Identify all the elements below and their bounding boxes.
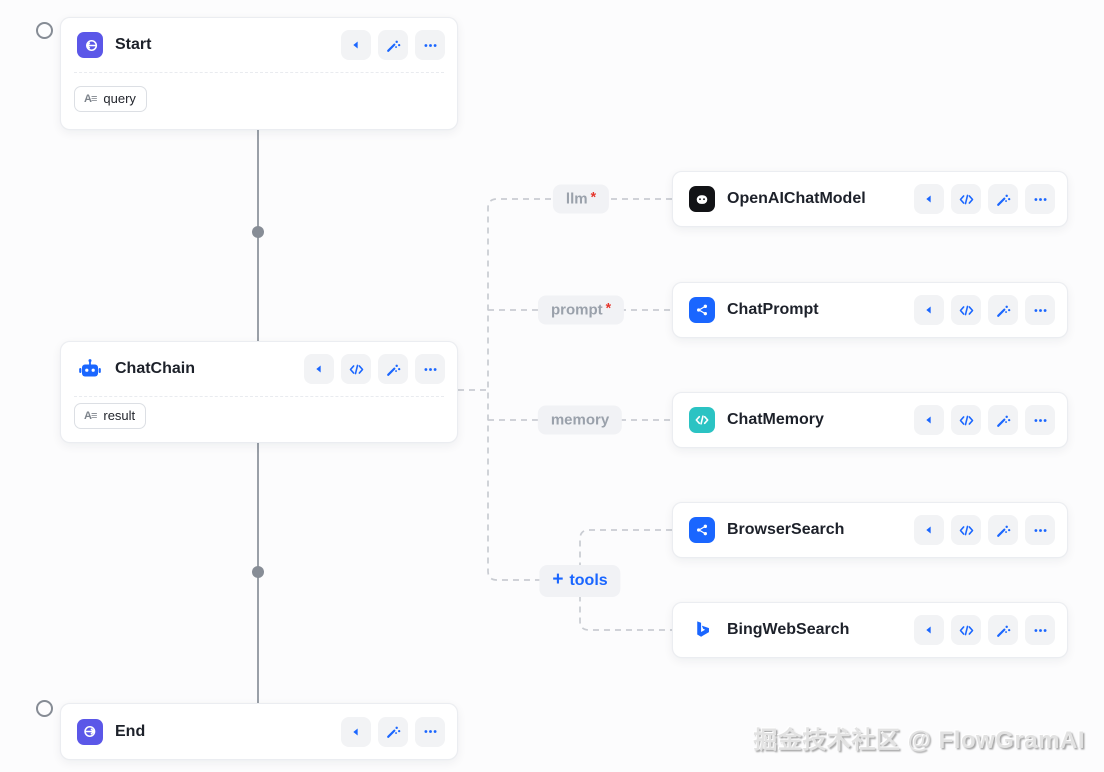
more-actions-button[interactable] [415, 354, 445, 384]
magic-wand-button[interactable] [988, 295, 1018, 325]
robot-icon [77, 356, 103, 382]
plus-icon: + [552, 569, 564, 590]
share-nodes-icon [689, 517, 715, 543]
bing-icon [689, 617, 715, 643]
collapse-button[interactable] [914, 295, 944, 325]
start-icon [77, 32, 103, 58]
magic-wand-button[interactable] [988, 405, 1018, 435]
variable-name: query [103, 91, 136, 106]
node-toolbar [341, 716, 445, 747]
more-actions-button[interactable] [1025, 295, 1055, 325]
collapse-button[interactable] [304, 354, 334, 384]
variable-name: result [103, 408, 136, 423]
port-label-text: prompt [550, 301, 603, 319]
port-label-text: llm [565, 190, 588, 208]
node-toolbar [341, 30, 445, 60]
node-toolbar [914, 615, 1055, 645]
port-label-memory: memory [537, 405, 623, 435]
view-code-button[interactable] [951, 184, 981, 214]
collapse-button[interactable] [914, 405, 944, 435]
code-brackets-icon [689, 407, 715, 433]
more-actions-button[interactable] [1025, 184, 1055, 214]
node-chatchain[interactable]: ChatChain [60, 341, 458, 443]
watermark-text: 掘金技术社区 @ FlowGramAI [753, 727, 1085, 754]
add-node-dot [252, 566, 264, 578]
workflow-input-port[interactable] [36, 22, 53, 39]
node-start[interactable]: Start [60, 17, 458, 130]
magic-wand-button[interactable] [988, 615, 1018, 645]
header-divider [74, 72, 444, 73]
node-toolbar [914, 515, 1055, 545]
add-tools-button[interactable]: + tools [539, 565, 621, 597]
node-title: Start [115, 36, 152, 53]
node-toolbar [304, 354, 445, 384]
port-label-text: tools [569, 572, 608, 589]
output-variable-tag[interactable]: A≡ result [74, 403, 147, 429]
string-type-icon: A≡ [84, 92, 97, 105]
string-type-icon: A≡ [84, 409, 97, 422]
add-node-dot [252, 226, 264, 238]
more-actions-button[interactable] [415, 30, 445, 60]
node-bing-web-search[interactable]: BingWebSearch [672, 602, 1068, 658]
view-code-button[interactable] [951, 515, 981, 545]
collapse-button[interactable] [914, 515, 944, 545]
magic-wand-button[interactable] [378, 354, 408, 384]
magic-wand-button[interactable] [988, 515, 1018, 545]
node-browser-search[interactable]: BrowserSearch [672, 502, 1068, 558]
required-mark: * [590, 188, 597, 204]
node-title: BrowserSearch [727, 521, 845, 538]
more-actions-button[interactable] [415, 716, 445, 747]
node-title: OpenAIChatModel [727, 190, 866, 207]
collapse-button[interactable] [341, 30, 371, 60]
more-actions-button[interactable] [1025, 515, 1055, 545]
collapse-button[interactable] [914, 184, 944, 214]
magic-wand-button[interactable] [988, 184, 1018, 214]
openai-icon [689, 186, 715, 212]
view-code-button[interactable] [341, 354, 371, 384]
node-chat-memory[interactable]: ChatMemory [672, 392, 1068, 448]
collapse-button[interactable] [341, 716, 371, 747]
more-actions-button[interactable] [1025, 405, 1055, 435]
node-toolbar [914, 295, 1055, 325]
node-openai-chat-model[interactable]: OpenAIChatModel [672, 171, 1068, 227]
node-title: ChatMemory [727, 411, 824, 428]
node-title: ChatPrompt [727, 301, 819, 318]
more-actions-button[interactable] [1025, 615, 1055, 645]
node-title: BingWebSearch [727, 621, 850, 638]
node-toolbar [914, 184, 1055, 214]
header-divider [74, 396, 444, 397]
port-label-llm: llm * [552, 184, 610, 214]
view-code-button[interactable] [951, 615, 981, 645]
node-title: ChatChain [115, 360, 195, 377]
collapse-button[interactable] [914, 615, 944, 645]
magic-wand-button[interactable] [378, 716, 408, 747]
node-title: End [115, 722, 146, 740]
port-label-text: memory [550, 411, 610, 429]
magic-wand-button[interactable] [378, 30, 408, 60]
required-mark: * [605, 299, 612, 315]
node-end[interactable]: End [60, 703, 458, 760]
view-code-button[interactable] [951, 295, 981, 325]
workflow-output-port[interactable] [36, 700, 53, 717]
node-toolbar [914, 405, 1055, 435]
view-code-button[interactable] [951, 405, 981, 435]
share-nodes-icon [689, 297, 715, 323]
port-label-prompt: prompt * [537, 295, 625, 325]
node-chat-prompt[interactable]: ChatPrompt [672, 282, 1068, 338]
output-variable-tag[interactable]: A≡ query [74, 86, 147, 112]
end-icon [77, 718, 103, 745]
